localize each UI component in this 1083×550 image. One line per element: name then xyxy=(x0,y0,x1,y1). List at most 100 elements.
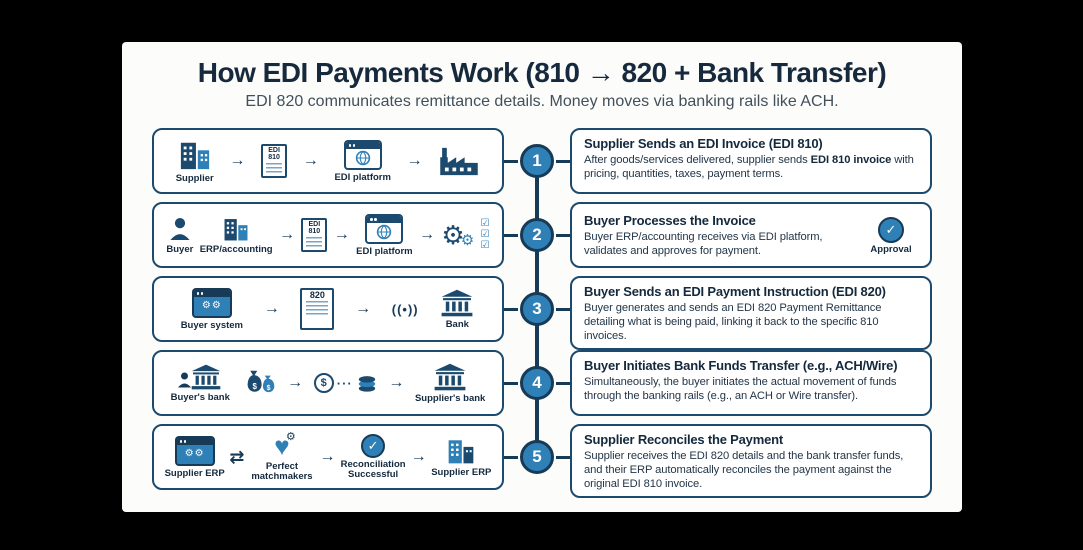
browser-globe-icon xyxy=(365,213,404,244)
browser-titlebar xyxy=(345,141,380,149)
edi-810-document-icon: EDI 810 xyxy=(261,144,288,178)
step-2-heading: Buyer Processes the Invoice xyxy=(584,213,756,228)
gear-icon: ⚙ xyxy=(201,299,212,311)
validation-gears-icon: ⚙ ⚙ xyxy=(441,222,474,248)
step-3-number-badge: 3 xyxy=(520,292,554,326)
step-4-number-badge: 4 xyxy=(520,366,554,400)
step-1-connector: 1 xyxy=(504,128,570,194)
step-3-connector: 3 xyxy=(504,276,570,342)
step-4-heading: Buyer Initiates Bank Funds Transfer (e.g… xyxy=(584,358,898,373)
check-circle-icon: ✓ xyxy=(878,216,904,243)
svg-text:$: $ xyxy=(252,382,257,391)
checkbox-icon: ☑ xyxy=(480,229,490,240)
browser-titlebar xyxy=(367,215,402,223)
erp-accounting-label: ERP/accounting xyxy=(199,243,273,255)
supplier-erp-label: Supplier ERP xyxy=(431,466,492,478)
infographic-card: How EDI Payments Work (810 → 820 + Bank … xyxy=(122,42,962,512)
reconciliation-label: Reconciliation Successful xyxy=(340,459,406,480)
supplier-erp-building-group: Supplier ERP xyxy=(431,437,491,478)
document-text: EDI 810 xyxy=(308,221,321,236)
edi-platform-group: EDI platform xyxy=(356,213,413,257)
step-4-illustration: Buyer's bank $ $ → $ ··· xyxy=(152,350,504,416)
page-subtitle: EDI 820 communicates remittance details.… xyxy=(245,93,839,110)
step-1-number-badge: 1 xyxy=(520,144,554,178)
step-number: 4 xyxy=(532,373,542,392)
step-2-connector: 2 xyxy=(504,202,570,268)
window-titlebar xyxy=(176,437,213,445)
funds-transfer-icon: $ ··· xyxy=(313,373,378,393)
step-2-body: Buyer ERP/accounting receives via EDI pl… xyxy=(584,231,823,257)
page-title: How EDI Payments Work (810 → 820 + Bank … xyxy=(197,57,887,88)
step-1-row: Supplier → EDI 810 → xyxy=(152,128,932,194)
document-lines xyxy=(306,236,323,247)
buyer-system-label: Buyer system xyxy=(180,319,243,331)
step-1-description: Supplier Sends an EDI Invoice (EDI 810) … xyxy=(570,128,932,194)
heart-icon: ♥ xyxy=(274,430,290,461)
bank-icon xyxy=(441,289,473,316)
window-titlebar xyxy=(193,289,230,297)
system-window-icon: ⚙ ⚙ xyxy=(191,287,232,318)
step-3-illustration: ⚙ ⚙ Buyer system → 820 → ((•)) xyxy=(152,276,504,342)
system-window-icon: ⚙ ⚙ xyxy=(174,435,215,466)
edi-platform-label: EDI platform xyxy=(356,245,413,257)
document-text: 820 xyxy=(309,290,325,300)
steps-container: Supplier → EDI 810 → xyxy=(152,128,932,498)
step-5-illustration: ⚙ ⚙ Supplier ERP ⇄ ♥ ⚙ Perfect matchmake… xyxy=(152,424,504,490)
arrow-icon: → xyxy=(355,300,372,317)
step-3-heading: Buyer Sends an EDI Payment Instruction (… xyxy=(584,284,886,299)
step-2-number-badge: 2 xyxy=(520,218,554,252)
arrow-icon: → xyxy=(229,152,246,169)
arrow-icon: → xyxy=(406,152,423,169)
erp-accounting-group: ERP/accounting xyxy=(200,216,273,255)
gear-icon: ⚙ xyxy=(441,220,465,250)
globe-icon xyxy=(355,150,370,166)
step-3-description: Buyer Sends an EDI Payment Instruction (… xyxy=(570,276,932,350)
matchmakers-group: ♥ ⚙ Perfect matchmakers xyxy=(249,430,315,482)
step-number: 1 xyxy=(532,151,542,170)
document-lines xyxy=(266,162,283,173)
step-5-row: ⚙ ⚙ Supplier ERP ⇄ ♥ ⚙ Perfect matchmake… xyxy=(152,424,932,498)
person-icon xyxy=(170,217,190,240)
step-4-body: Simultaneously, the buyer initiates the … xyxy=(584,376,897,402)
arrow-icon: → xyxy=(287,374,304,391)
arrow-icon: → xyxy=(319,448,336,465)
step-5-connector: 5 xyxy=(504,424,570,490)
buyer-system-group: ⚙ ⚙ Buyer system xyxy=(180,287,243,331)
gear-icon: ⚙ xyxy=(285,430,296,443)
approval-label: Approval xyxy=(870,243,912,255)
supplier-group: Supplier xyxy=(176,139,214,184)
buyer-group: Buyer xyxy=(166,216,193,255)
transfer-dots: ··· xyxy=(336,375,353,391)
arrow-icon: → xyxy=(419,226,435,243)
supplier-label: Supplier xyxy=(175,172,214,184)
step-4-description: Buyer Initiates Bank Funds Transfer (e.g… xyxy=(570,350,932,416)
bank-icon xyxy=(191,364,221,389)
checkbox-icon: ☑ xyxy=(480,240,490,251)
document-lines xyxy=(306,301,329,318)
coin-stack-icon xyxy=(358,376,375,392)
step-2-description: Buyer Processes the Invoice Buyer ERP/ac… xyxy=(570,202,932,268)
step-3-row: ⚙ ⚙ Buyer system → 820 → ((•)) xyxy=(152,276,932,350)
browser-globe-icon xyxy=(343,139,382,170)
gear-icon: ⚙ xyxy=(194,447,205,459)
suppliers-bank-label: Supplier's bank xyxy=(414,392,486,404)
arrow-icon: → xyxy=(388,374,405,391)
edi-platform-label: EDI platform xyxy=(334,171,391,183)
step-3-body: Buyer generates and sends an EDI 820 Pay… xyxy=(584,302,882,342)
person-icon xyxy=(178,372,192,387)
bank-icon xyxy=(434,363,466,390)
building-icon xyxy=(224,218,248,240)
step-1-illustration: Supplier → EDI 810 → xyxy=(152,128,504,194)
step-5-body: Supplier receives the EDI 820 details an… xyxy=(584,450,904,490)
building-icon xyxy=(180,142,209,169)
step-number: 5 xyxy=(532,447,542,466)
step-2-row: Buyer ERP/accounting → xyxy=(152,202,932,268)
buyers-bank-group: Buyer's bank xyxy=(171,364,230,403)
checkbox-icon: ☑ xyxy=(480,218,490,229)
suppliers-bank-group: Supplier's bank xyxy=(415,363,485,404)
transmission-signal-icon: ((•)) xyxy=(391,301,419,317)
gear-icon: ⚙ xyxy=(460,232,475,249)
step-1-heading: Supplier Sends an EDI Invoice (EDI 810) xyxy=(584,136,823,151)
step-5-heading: Supplier Reconciles the Payment xyxy=(584,432,783,447)
